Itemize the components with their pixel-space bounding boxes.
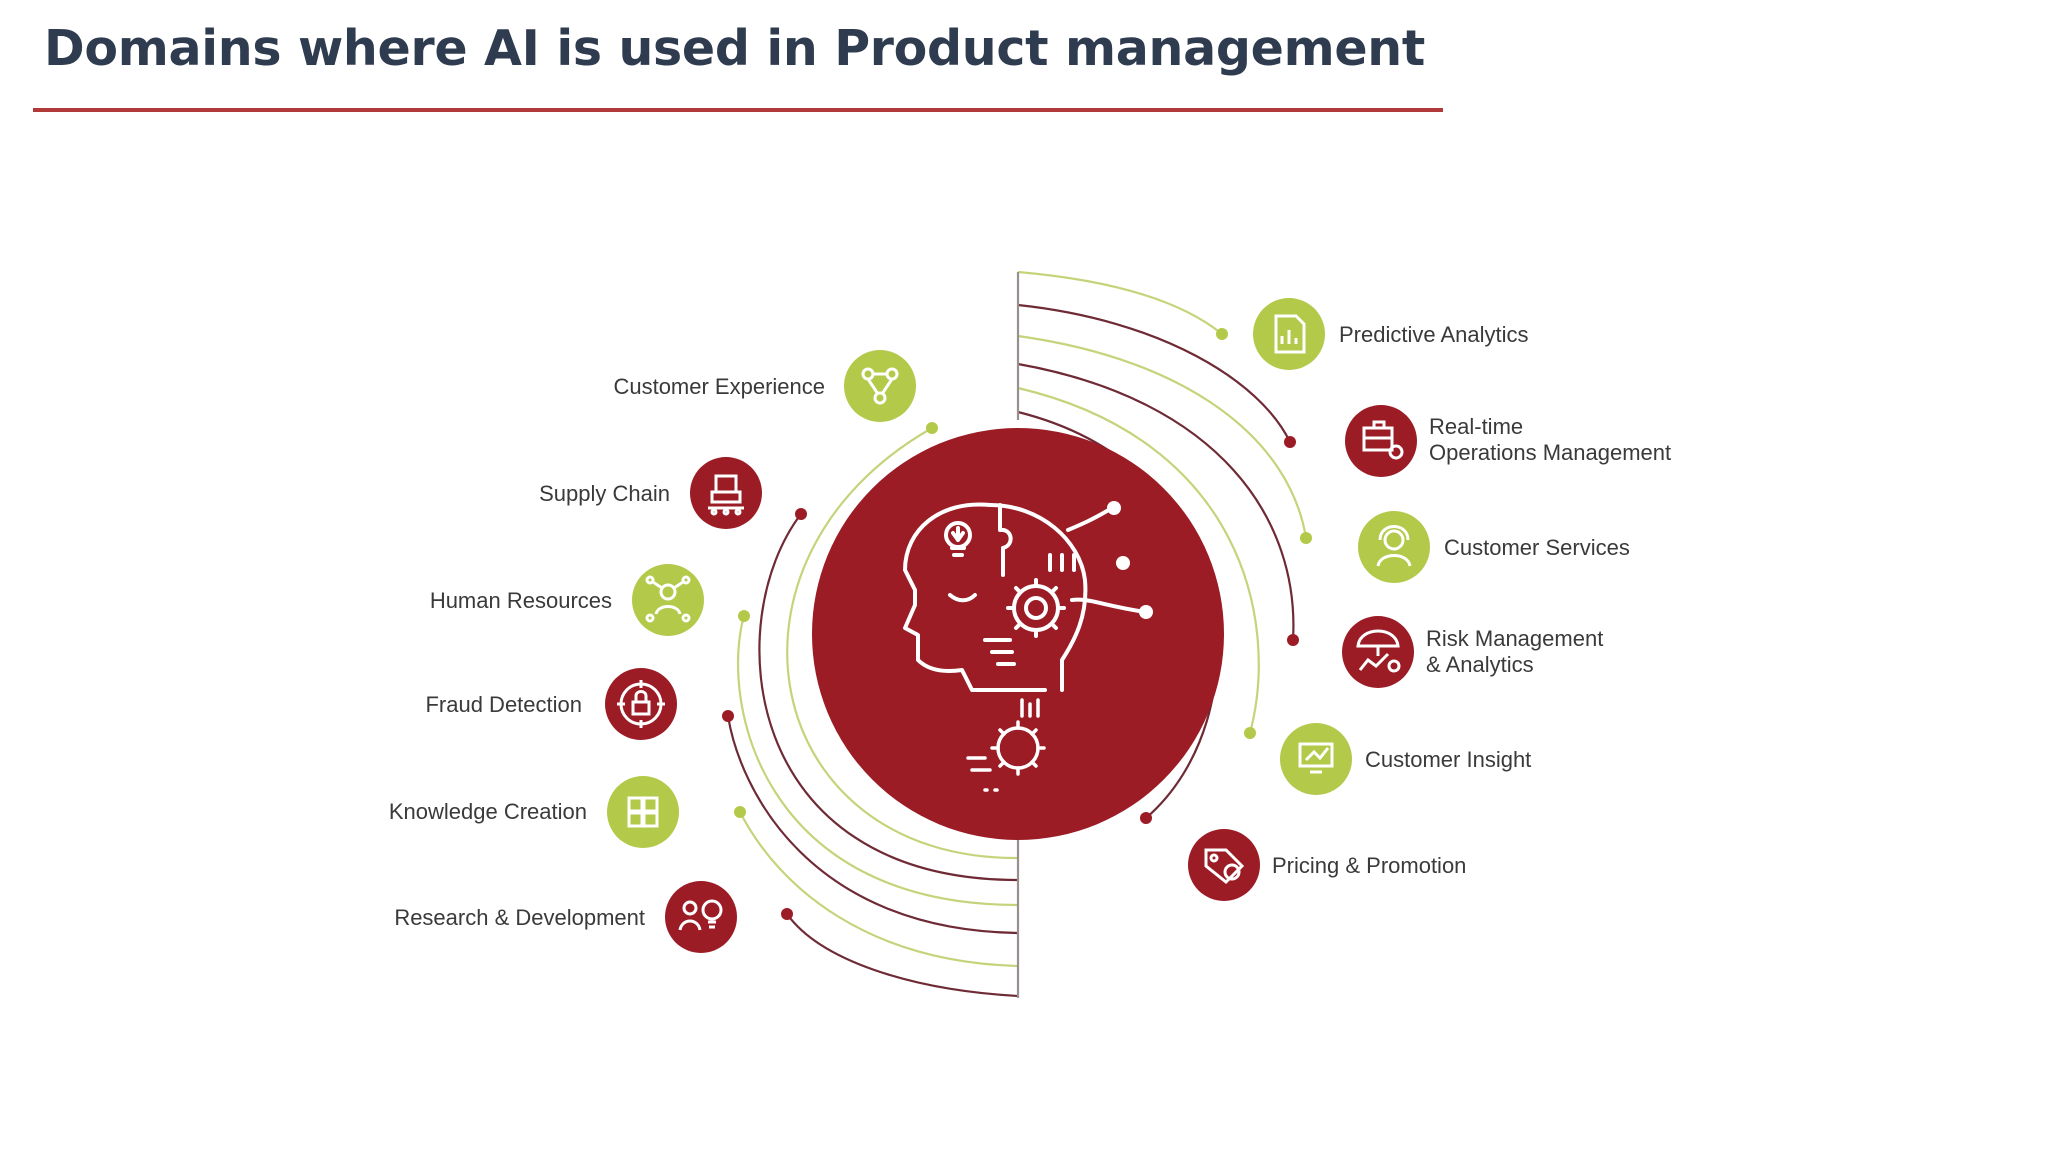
label-knowledge-creation: Knowledge Creation	[389, 799, 587, 824]
circuit-node-3	[1139, 605, 1153, 619]
document-chart-icon	[1274, 314, 1306, 354]
label-pricing-promotion: Pricing & Promotion	[1272, 853, 1466, 878]
dot-supply-chain	[795, 508, 807, 520]
domain-risk-management: Risk Management & Analytics	[1342, 616, 1603, 688]
dot-customer-services	[1300, 532, 1312, 544]
dot-research-dev	[781, 908, 793, 920]
label-human-resources: Human Resources	[430, 588, 612, 613]
circuit-node-2	[1116, 556, 1130, 570]
arc-end-dots	[722, 328, 1312, 920]
dot-knowledge-creation	[734, 806, 746, 818]
domain-human-resources: Human Resources	[430, 564, 704, 636]
label-realtime-line2: Operations Management	[1429, 440, 1671, 465]
domain-fraud-detection: Fraud Detection	[425, 668, 677, 740]
lock-target-icon	[617, 680, 665, 728]
puzzle-icon	[627, 796, 659, 828]
person-lightbulb-icon	[678, 899, 723, 931]
small-gear-icon	[966, 698, 1046, 792]
dot-realtime-ops	[1284, 436, 1296, 448]
label-fraud-detection: Fraud Detection	[425, 692, 582, 717]
domain-predictive-analytics: Predictive Analytics	[1253, 298, 1529, 370]
domain-research-development: Research & Development	[394, 881, 737, 953]
dot-pricing-promotion	[1140, 812, 1152, 824]
label-supply-chain: Supply Chain	[539, 481, 670, 506]
dot-fraud-detection	[722, 710, 734, 722]
price-tag-icon	[1204, 848, 1245, 885]
analytics-screen-icon	[1298, 742, 1334, 774]
title-underline	[33, 108, 1443, 112]
domain-supply-chain: Supply Chain	[539, 457, 762, 529]
domain-customer-insight: Customer Insight	[1280, 723, 1531, 795]
arc-customer-services	[1017, 334, 1308, 539]
dot-risk-management	[1287, 634, 1299, 646]
domain-realtime-operations: Real-time Operations Management	[1345, 405, 1671, 477]
label-risk-line2: & Analytics	[1426, 652, 1534, 677]
network-person-icon	[645, 575, 691, 623]
headset-person-icon	[1376, 525, 1412, 567]
domain-customer-services: Customer Services	[1358, 511, 1630, 583]
ai-head-gears-icon	[903, 502, 1147, 692]
dot-customer-insight	[1244, 727, 1256, 739]
arc-supply-chain	[758, 513, 1019, 882]
umbrella-chart-icon	[1356, 629, 1401, 673]
dot-human-resources	[738, 610, 750, 622]
arc-fraud-detection	[726, 715, 1019, 935]
arc-human-resources	[736, 615, 1019, 907]
arc-knowledge-creation	[739, 811, 1019, 968]
label-customer-experience: Customer Experience	[613, 374, 825, 399]
domain-customer-experience: Customer Experience	[613, 350, 916, 422]
arc-customer-insight	[1017, 386, 1260, 734]
label-predictive-analytics: Predictive Analytics	[1339, 322, 1529, 347]
arc-predictive-analytics	[1017, 270, 1223, 335]
center-circle	[812, 428, 1224, 840]
briefcase-gear-icon	[1362, 420, 1404, 460]
domain-knowledge-creation: Knowledge Creation	[389, 776, 679, 848]
dot-customer-experience	[926, 422, 938, 434]
arc-realtime-ops	[1017, 303, 1291, 443]
domain-pricing-promotion: Pricing & Promotion	[1188, 829, 1466, 901]
connector-arcs	[726, 270, 1308, 998]
label-realtime-line1: Real-time	[1429, 414, 1523, 439]
label-risk-line1: Risk Management	[1426, 626, 1603, 651]
label-customer-insight: Customer Insight	[1365, 747, 1531, 772]
dot-predictive-analytics	[1216, 328, 1228, 340]
arc-research-dev	[786, 913, 1019, 998]
label-customer-services: Customer Services	[1444, 535, 1630, 560]
boxes-conveyor-icon	[708, 474, 744, 516]
center-hub	[812, 428, 1224, 840]
circuit-node-1	[1107, 501, 1121, 515]
workflow-icon	[861, 367, 899, 405]
arc-customer-experience	[786, 427, 1019, 860]
label-research-development: Research & Development	[394, 905, 645, 930]
page-title: Domains where AI is used in Product mana…	[44, 20, 1426, 77]
arc-risk-management	[1017, 362, 1295, 641]
